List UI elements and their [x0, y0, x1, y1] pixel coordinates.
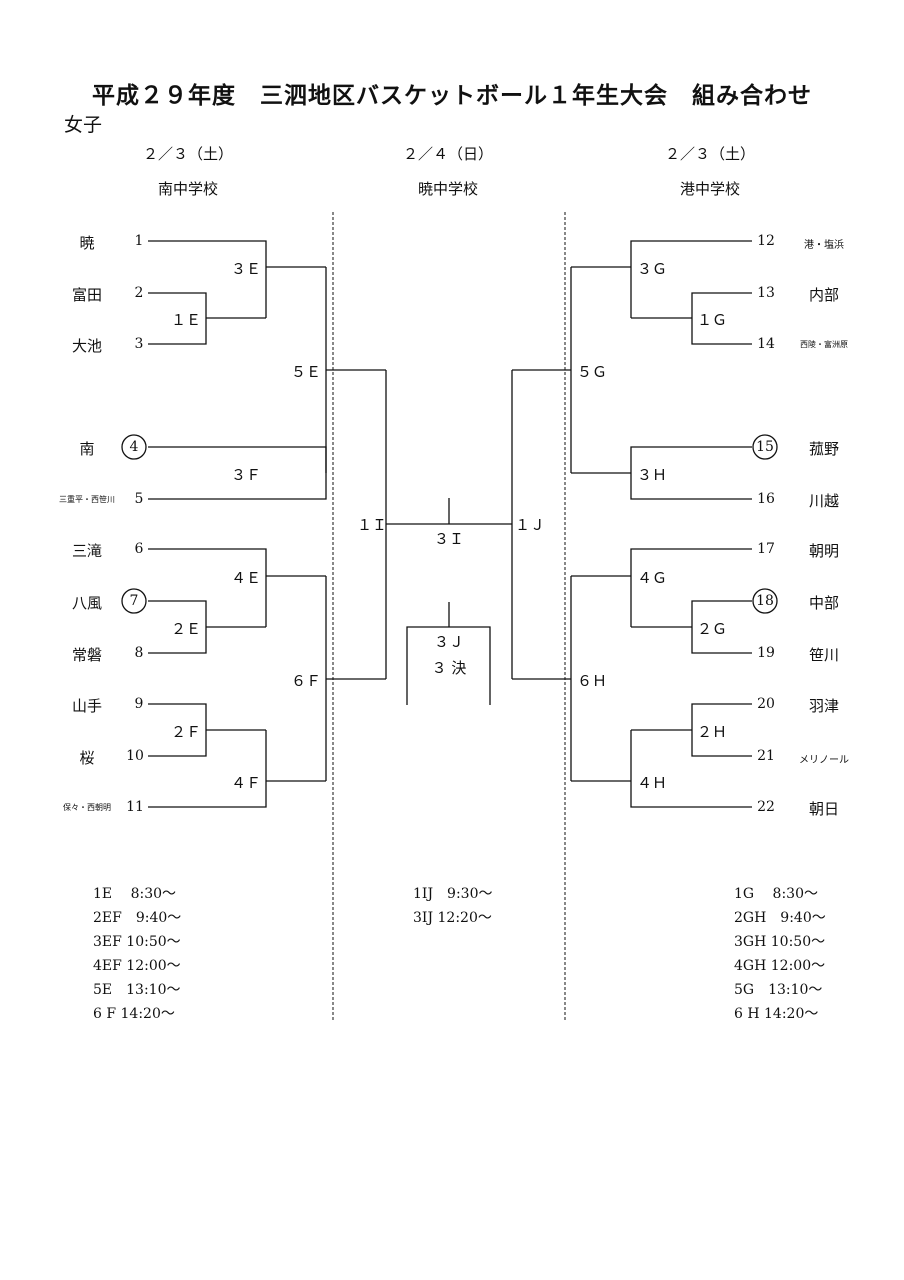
center-venue: 暁中学校 [417, 180, 478, 198]
schedule-item: 5E 13:10～ [93, 982, 181, 998]
game-label-4g: ４Ｇ [636, 569, 667, 587]
seed-number: 5 [134, 491, 144, 507]
team-name: 三重平・西笹川 [59, 495, 115, 504]
schedule-item: 3IJ 12:20～ [413, 910, 492, 926]
left-date: ２／３（土） [142, 145, 233, 163]
team-name: 保々・西朝明 [63, 803, 111, 812]
game-label-2f: ２Ｆ [170, 723, 201, 741]
seed-number: 3 [134, 336, 144, 352]
team-name: 常磐 [71, 646, 102, 664]
seed-number: 12 [757, 233, 775, 249]
game-label-6h: ６Ｈ [576, 672, 607, 690]
seed-number: 13 [757, 285, 775, 301]
schedule-right: 1G 8:30～ 2GH 9:40～ 3GH 10:50～ 4GH 12:00～… [734, 882, 826, 1026]
left-venue: 南中学校 [157, 180, 218, 198]
schedule-item: 5G 13:10～ [734, 982, 823, 998]
team-name: 富田 [71, 286, 102, 304]
team-name: メリノール [799, 755, 849, 766]
team-name: 内部 [808, 286, 839, 304]
page-title: 平成２９年度 三泗地区バスケットボール１年生大会 組み合わせ [92, 82, 812, 109]
seed-number: 6 [134, 541, 144, 557]
team-name: 朝明 [808, 542, 839, 560]
seed-number-circled: 7 [129, 593, 139, 609]
game-label-3e: ３Ｅ [230, 260, 261, 278]
game-label-1i: １Ｉ [356, 516, 387, 534]
seed-number: 22 [757, 799, 775, 815]
seed-number: 9 [134, 696, 144, 712]
seed-number: 1 [134, 233, 144, 249]
seed-number: 19 [757, 645, 775, 661]
schedule-item: 6 F 14:20～ [93, 1006, 175, 1022]
team-name: 朝日 [808, 800, 839, 818]
seed-number: 14 [757, 336, 775, 352]
game-label-2e: ２Ｅ [170, 620, 201, 638]
game-label-4h: ４Ｈ [636, 774, 667, 792]
game-label-4f: ４Ｆ [230, 774, 261, 792]
schedule-item: 1IJ 9:30～ [413, 886, 493, 902]
seed-number-circled: 15 [756, 439, 774, 455]
game-label-6f: ６Ｆ [290, 672, 321, 690]
schedule-left: 1E 8:30～ 2EF 9:40～ 3EF 10:50～ 4EF 12:00～… [93, 882, 181, 1026]
game-label-2h: ２Ｈ [696, 723, 727, 741]
seed-number: 8 [134, 645, 144, 661]
team-name: 南 [79, 440, 95, 458]
schedule-item: 4GH 12:00～ [734, 958, 826, 974]
team-name: 羽津 [808, 697, 839, 715]
schedule-item: 1G 8:30～ [734, 886, 818, 902]
game-label-1g: １Ｇ [696, 311, 727, 329]
seed-number: 20 [757, 696, 775, 712]
game-label-final-3i: ３Ｉ [433, 530, 464, 548]
game-label-5g: ５Ｇ [576, 363, 607, 381]
category-label: 女子 [64, 114, 103, 136]
team-name: 八風 [71, 594, 102, 612]
game-label-2g: ２Ｇ [696, 620, 727, 638]
schedule-item: 1E 8:30～ [93, 886, 177, 902]
game-label-3h: ３Ｈ [636, 466, 667, 484]
center-date: ２／４（日） [402, 145, 493, 163]
right-date: ２／３（土） [664, 145, 755, 163]
seed-number: 21 [757, 748, 775, 764]
schedule-item: 4EF 12:00～ [93, 958, 181, 974]
right-venue: 港中学校 [679, 180, 740, 198]
schedule-item: 3GH 10:50～ [734, 934, 826, 950]
team-name: 港・塩浜 [804, 240, 844, 251]
game-label-1j: １Ｊ [514, 516, 545, 534]
schedule-item: 3EF 10:50～ [93, 934, 181, 950]
game-label-5e: ５Ｅ [290, 363, 321, 381]
seed-number: 2 [134, 285, 144, 301]
seed-number: 10 [126, 748, 144, 764]
seed-number: 11 [126, 799, 144, 815]
schedule-item: 2GH 9:40～ [734, 910, 826, 926]
team-name: 中部 [808, 594, 839, 612]
team-name: 山手 [71, 697, 102, 715]
seed-number-circled: 4 [129, 439, 139, 455]
game-label-3j: ３Ｊ [433, 633, 464, 651]
team-name: 桜 [79, 749, 95, 767]
team-name: 三滝 [71, 542, 102, 560]
seed-number-circled: 18 [756, 593, 774, 609]
team-name: 西陵・富洲原 [800, 340, 848, 349]
seed-number: 17 [757, 541, 775, 557]
seed-number: 16 [757, 491, 775, 507]
game-label-4e: ４Ｅ [230, 569, 261, 587]
game-label-1e: １Ｅ [170, 311, 201, 329]
team-name: 暁 [79, 234, 95, 252]
schedule-item: 2EF 9:40～ [93, 910, 182, 926]
third-place-label: ３ 決 [431, 659, 467, 677]
game-label-3f: ３Ｆ [230, 466, 261, 484]
team-name: 菰野 [808, 440, 839, 458]
schedule-item: 6 H 14:20～ [734, 1006, 819, 1022]
schedule-center: 1IJ 9:30～ 3IJ 12:20～ [413, 882, 493, 930]
team-name: 大池 [71, 337, 102, 355]
game-label-3g: ３Ｇ [636, 260, 667, 278]
team-name: 川越 [808, 492, 839, 510]
team-name: 笹川 [808, 646, 839, 664]
